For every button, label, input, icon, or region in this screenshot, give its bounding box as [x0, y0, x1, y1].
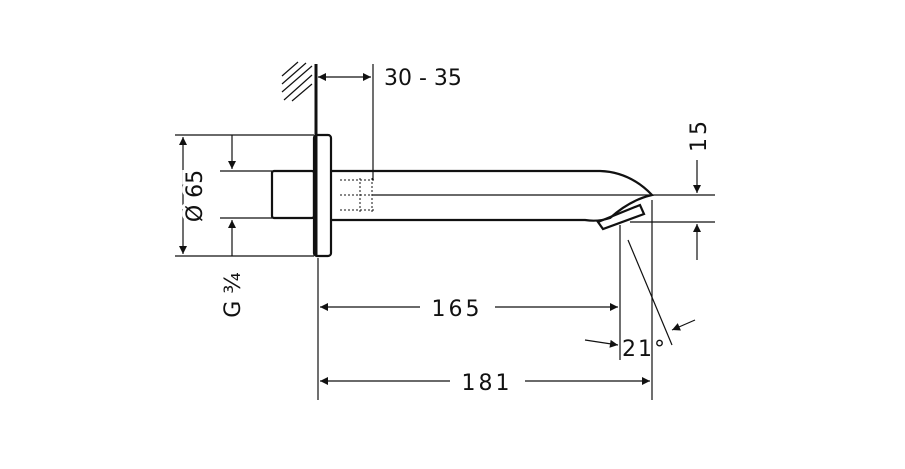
thread-label: G ¾ [221, 272, 246, 317]
wall-hatching [281, 61, 313, 102]
wall-gap-label: 30 - 35 [384, 66, 462, 91]
diameter-label: Ø 65 [183, 170, 208, 222]
angle-label: 21° [622, 337, 667, 362]
hidden-thread-lines [340, 178, 375, 212]
reach-label: 165 [432, 297, 483, 322]
length-label: 181 [462, 371, 513, 396]
outlet-height-label: 15 [687, 118, 712, 152]
spout-body [270, 133, 655, 258]
